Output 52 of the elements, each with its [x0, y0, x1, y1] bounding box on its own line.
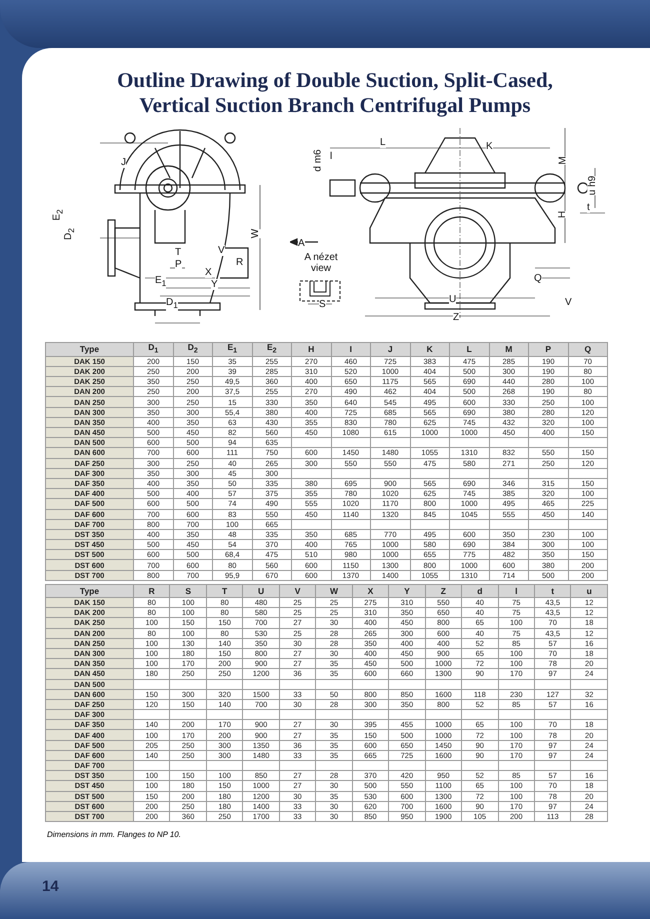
column-header: X [352, 584, 389, 598]
dimension-label: D$_{1}$ [166, 297, 178, 311]
column-header: Q [568, 342, 608, 356]
column-header: l [498, 584, 534, 598]
dimension-label: t [587, 202, 590, 213]
dimension-label: L [380, 137, 386, 148]
column-header: Y [388, 584, 426, 598]
column-header: J [370, 342, 410, 356]
dimension-label: P [175, 259, 182, 270]
dimension-label: l [330, 151, 332, 162]
column-header: E$_{1}$ [212, 342, 252, 356]
column-header: T [206, 584, 243, 598]
column-header: u [570, 584, 608, 598]
column-header: P [528, 342, 568, 356]
dimension-label: Z [453, 312, 460, 323]
dimension-label: W [250, 228, 262, 238]
dimension-label: V [218, 245, 225, 256]
column-header: U [242, 584, 280, 598]
dimension-label: J [121, 157, 126, 168]
column-header: Type [46, 584, 134, 598]
column-header: K [410, 342, 450, 356]
footnote: Dimensions in mm. Flanges to NP 10. [47, 830, 181, 839]
dimension-label: R [236, 257, 244, 268]
column-header: S [170, 584, 206, 598]
column-header: H [292, 342, 331, 356]
column-header: W [316, 584, 352, 598]
column-header: I [331, 342, 370, 356]
dimension-label: X [205, 267, 212, 278]
dimension-label: Q [534, 273, 542, 284]
dimension-label: Y [211, 279, 218, 290]
dimension-label: U [449, 294, 456, 305]
dimension-label: u h9 [587, 176, 598, 196]
column-header: R [134, 584, 170, 598]
dimension-label: E$_{1}$ [155, 275, 166, 289]
dimension-label: A [298, 238, 305, 249]
column-header: L [450, 342, 489, 356]
column-header: M [489, 342, 528, 356]
column-header: D$_{1}$ [134, 342, 173, 356]
column-header: Type [46, 342, 134, 356]
column-header: V [279, 584, 316, 598]
dimension-label: K [486, 141, 493, 152]
column-header: t [534, 584, 571, 598]
dimension-label: V [565, 297, 572, 308]
column-header: E$_{2}$ [252, 342, 292, 356]
dimension-label: S [319, 299, 326, 310]
dimension-label: T [175, 247, 182, 258]
column-header: D$_{2}$ [173, 342, 212, 356]
column-header: Z [425, 584, 462, 598]
title: Outline Drawing of Double Suction, Split-Cased, Vertical Suction Branch Centrifugal Pumps [116, 68, 554, 118]
page-number: 14 [42, 878, 59, 895]
column-header: d [462, 584, 498, 598]
dimension-label: d m6 [312, 149, 324, 172]
